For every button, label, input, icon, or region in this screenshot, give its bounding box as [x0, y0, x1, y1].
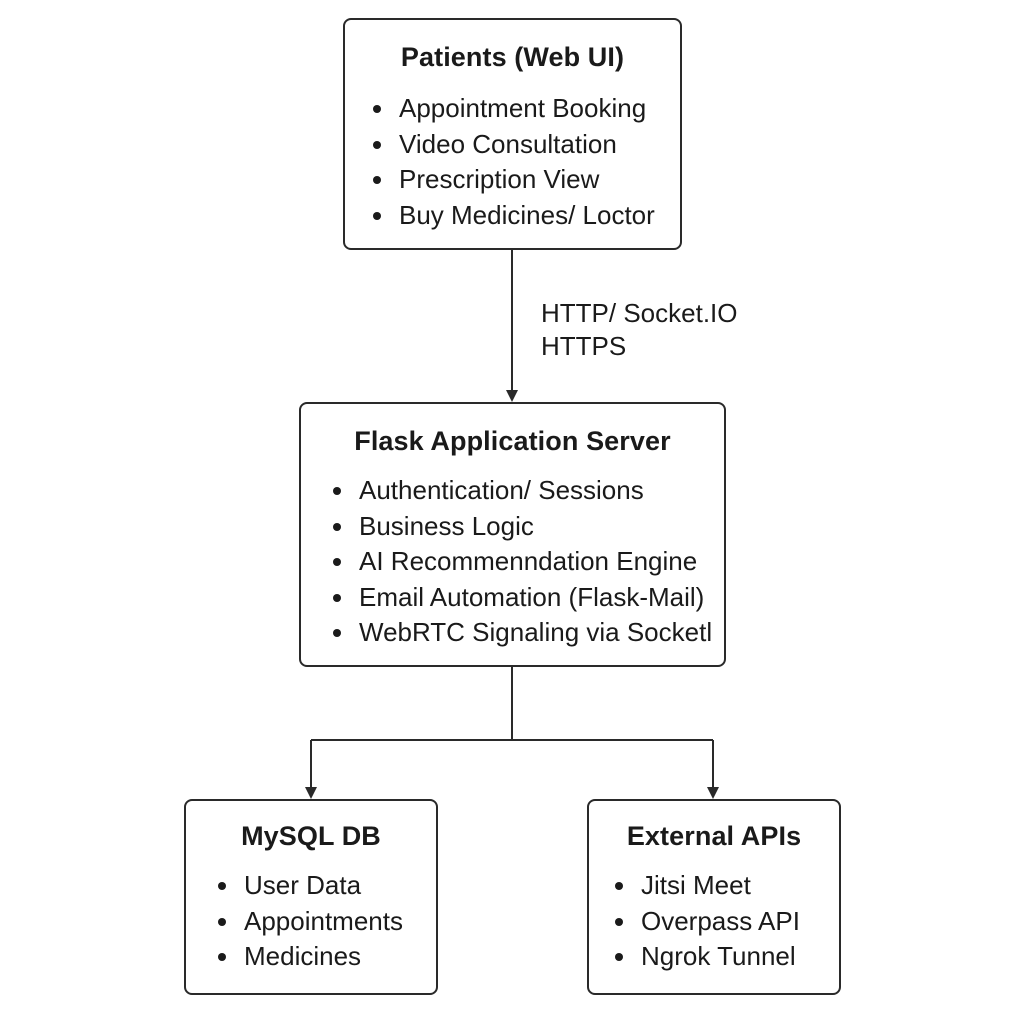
protocol-label-line1: HTTP/ Socket.IO: [541, 298, 738, 328]
list-item-label: Authentication/ Sessions: [359, 475, 644, 505]
list-item: Medicines: [214, 939, 403, 975]
bullet-icon: [373, 105, 381, 113]
external-apis-list: Jitsi Meet Overpass API Ngrok Tunnel: [611, 868, 800, 975]
list-item: Appointment Booking: [369, 91, 655, 127]
external-apis-box: External APIs Jitsi Meet Overpass API Ng…: [587, 799, 841, 995]
bullet-icon: [333, 487, 341, 495]
list-item-label: WebRTC Signaling via Socketl: [359, 617, 713, 647]
patients-title: Patients (Web UI): [400, 42, 625, 72]
list-item-label: Prescription View: [399, 164, 600, 194]
bullet-icon: [615, 953, 623, 961]
bullet-icon: [333, 558, 341, 566]
list-item: AI Recommenndation Engine: [329, 544, 712, 580]
mysql-title: MySQL DB: [241, 821, 381, 851]
bullet-icon: [333, 593, 341, 602]
list-item: User Data: [214, 868, 403, 904]
list-item: Business Logic: [329, 509, 712, 545]
list-item: WebRTC Signaling via Socketl: [329, 615, 712, 651]
bullet-icon: [373, 176, 381, 184]
list-item-label: Overpass API: [641, 905, 800, 936]
list-item: Authentication/ Sessions: [329, 473, 712, 509]
list-item: Prescription View: [369, 162, 655, 198]
list-item-label: Jitsi Meet: [641, 870, 751, 900]
list-item-label: Appointment Booking: [399, 93, 647, 123]
bullet-icon: [218, 917, 226, 926]
protocol-label-line2: HTTPS: [541, 331, 627, 361]
list-item: Email Automation (Flask-Mail): [329, 580, 712, 616]
mysql-list: User Data Appointments Medicines: [214, 868, 403, 975]
list-item-label: Email Automation (Flask-Mail): [359, 581, 705, 612]
list-item-label: Appointments: [244, 905, 403, 936]
mysql-box: MySQL DB User Data Appointments Medicine…: [184, 799, 438, 995]
list-item: Overpass API: [611, 904, 800, 940]
list-item-label: Business Logic: [359, 510, 534, 541]
list-item-label: Ngrok Tunnel: [641, 941, 796, 971]
server-title: Flask Application Server: [354, 426, 671, 456]
external-apis-title: External APIs: [626, 821, 802, 851]
list-item-label: AI Recommenndation Engine: [359, 546, 698, 576]
patients-box: Patients (Web UI) Appointment Booking Vi…: [343, 18, 682, 250]
list-item: Video Consultation: [369, 127, 655, 163]
bullet-icon: [615, 882, 623, 890]
protocol-label: HTTP/ Socket.IO HTTPS: [541, 297, 738, 363]
list-item: Jitsi Meet: [611, 868, 800, 904]
list-item-label: User Data: [244, 870, 362, 900]
bullet-icon: [615, 917, 623, 926]
list-item-label: Medicines: [244, 941, 362, 971]
server-box: Flask Application Server Authentication/…: [299, 402, 726, 667]
bullet-icon: [218, 953, 226, 961]
list-item: Ngrok Tunnel: [611, 939, 800, 975]
list-item-label: Buy Medicines/ Loctor: [399, 199, 655, 230]
patients-list: Appointment Booking Video Consultation P…: [369, 91, 655, 233]
bullet-icon: [373, 140, 381, 149]
bullet-icon: [218, 882, 226, 890]
list-item-label: Video Consultation: [399, 128, 617, 159]
bullet-icon: [333, 629, 341, 637]
server-list: Authentication/ Sessions Business Logic …: [329, 473, 712, 651]
bullet-icon: [373, 211, 381, 220]
bullet-icon: [333, 522, 341, 531]
list-item: Buy Medicines/ Loctor: [369, 198, 655, 234]
list-item: Appointments: [214, 904, 403, 940]
